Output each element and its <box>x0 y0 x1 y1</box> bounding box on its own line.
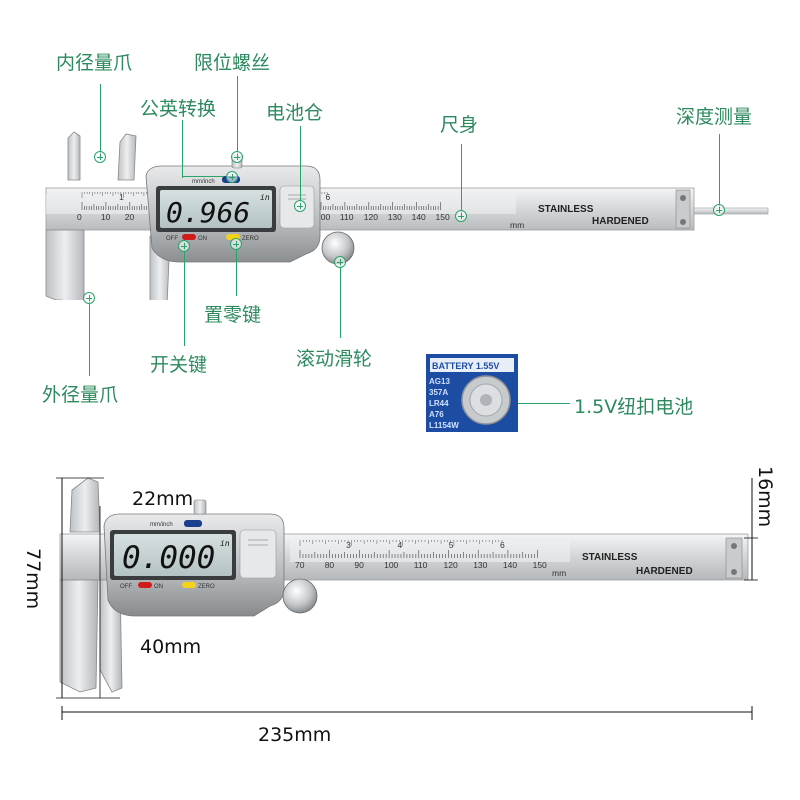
bottom-mm-label: 130 <box>473 560 487 570</box>
marker-inner-jaw <box>94 151 106 163</box>
brand-line1-top: STAINLESS <box>538 204 594 215</box>
zero-label-bottom: ZERO <box>198 584 215 590</box>
label-ruler-body: 尺身 <box>440 114 479 136</box>
top-inch-label: 1 <box>119 192 124 202</box>
caliper-bottom: 70 80 90 100 110 120 130 140 150 3 4 5 6 0.000 in mm… <box>56 477 758 720</box>
unit-toggle-label-top: mm/inch <box>192 179 215 185</box>
unit-toggle-label-bottom: mm/inch <box>150 522 173 528</box>
lcd-value-bottom: 0.000 <box>122 540 215 576</box>
dim-total-length: 235mm <box>258 724 332 746</box>
main-scale-ticks-bottom: 70 80 90 100 110 120 130 140 150 3 4 5 6 <box>295 540 547 570</box>
zero-label-top: ZERO <box>242 236 259 242</box>
bottom-mm-label: 90 <box>354 560 364 570</box>
scale-unit-top: mm <box>510 220 524 230</box>
bottom-inch-label: 4 <box>397 540 402 550</box>
dim-jaw-width: 22mm <box>132 488 194 510</box>
top-mm-label: 0 <box>77 212 82 222</box>
bottom-inch-label: 3 <box>346 540 351 550</box>
marker-limit-screw <box>231 151 243 163</box>
battery-side-line: A76 <box>429 410 444 419</box>
bottom-mm-label: 110 <box>414 560 428 570</box>
top-mm-label: 150 <box>436 212 450 222</box>
brand-line2-bottom: HARDENED <box>636 566 693 577</box>
unit-toggle-button-bottom[interactable] <box>184 520 202 527</box>
marker-zero-key <box>230 238 242 250</box>
label-zero-key: 置零键 <box>204 304 262 326</box>
dim-body-height: 16mm <box>754 466 776 528</box>
battery-header: BATTERY 1.55V <box>432 361 499 371</box>
top-inch-label: 6 <box>326 192 331 202</box>
label-depth-measure: 深度测量 <box>676 106 753 128</box>
top-mm-label: 130 <box>388 212 402 222</box>
lcd-value-top: 0.966 <box>166 196 250 229</box>
scale-unit-bottom: mm <box>552 568 566 578</box>
brand-line2-top: HARDENED <box>592 216 649 227</box>
bottom-mm-label: 150 <box>533 560 547 570</box>
thumb-roller-bottom[interactable] <box>282 578 318 614</box>
label-inner-jaw: 内径量爪 <box>56 52 133 74</box>
label-unit-switch: 公英转换 <box>140 98 217 120</box>
marker-roller <box>334 256 346 268</box>
bottom-mm-label: 140 <box>503 560 517 570</box>
label-limit-screw: 限位螺丝 <box>194 52 271 74</box>
bottom-inch-label: 6 <box>500 540 505 550</box>
off-label-bottom: OFF <box>120 584 132 590</box>
label-battery-compartment: 电池仓 <box>266 102 324 124</box>
marker-battery <box>294 200 306 212</box>
label-outer-jaw: 外径量爪 <box>42 384 119 406</box>
battery-side-line: L1154W <box>429 421 459 430</box>
bottom-mm-label: 100 <box>384 560 398 570</box>
battery-side-line: LR44 <box>429 399 449 408</box>
off-label-top: OFF <box>166 236 178 242</box>
bottom-mm-label: 80 <box>325 560 335 570</box>
zero-button-bottom[interactable] <box>182 582 196 588</box>
top-mm-label: 110 <box>340 212 354 222</box>
brand-line1-bottom: STAINLESS <box>582 552 638 563</box>
battery-side-line: 357A <box>429 388 448 397</box>
top-mm-label: 10 <box>101 212 111 222</box>
power-button-top[interactable] <box>182 234 196 240</box>
lcd-unit-bottom: in <box>220 539 230 548</box>
top-mm-label: 120 <box>364 212 378 222</box>
lcd-unit-top: in <box>260 193 270 202</box>
battery-side-line: AG13 <box>429 377 450 386</box>
top-mm-label: 140 <box>412 212 426 222</box>
marker-ruler-body <box>455 210 467 222</box>
bottom-inch-label: 5 <box>449 540 454 550</box>
label-button-cell: 1.5V纽扣电池 <box>574 396 694 418</box>
top-mm-label: 100 <box>316 212 330 222</box>
bottom-mm-label: 120 <box>444 560 458 570</box>
marker-power-key <box>178 240 190 252</box>
dim-jaw-length: 40mm <box>140 636 202 658</box>
marker-depth <box>713 204 725 216</box>
bottom-mm-label: 70 <box>295 560 305 570</box>
label-roller: 滚动滑轮 <box>296 348 373 370</box>
power-button-bottom[interactable] <box>138 582 152 588</box>
on-label-bottom: ON <box>154 584 163 590</box>
marker-unit-switch <box>226 171 238 183</box>
marker-outer-jaw <box>83 292 95 304</box>
caliper-top: 0102030405060708090100110120130140150123… <box>45 131 769 300</box>
on-label-top: ON <box>198 236 207 242</box>
dim-total-height: 77mm <box>22 548 44 610</box>
top-mm-label: 20 <box>125 212 135 222</box>
label-power-key: 开关键 <box>150 354 208 376</box>
